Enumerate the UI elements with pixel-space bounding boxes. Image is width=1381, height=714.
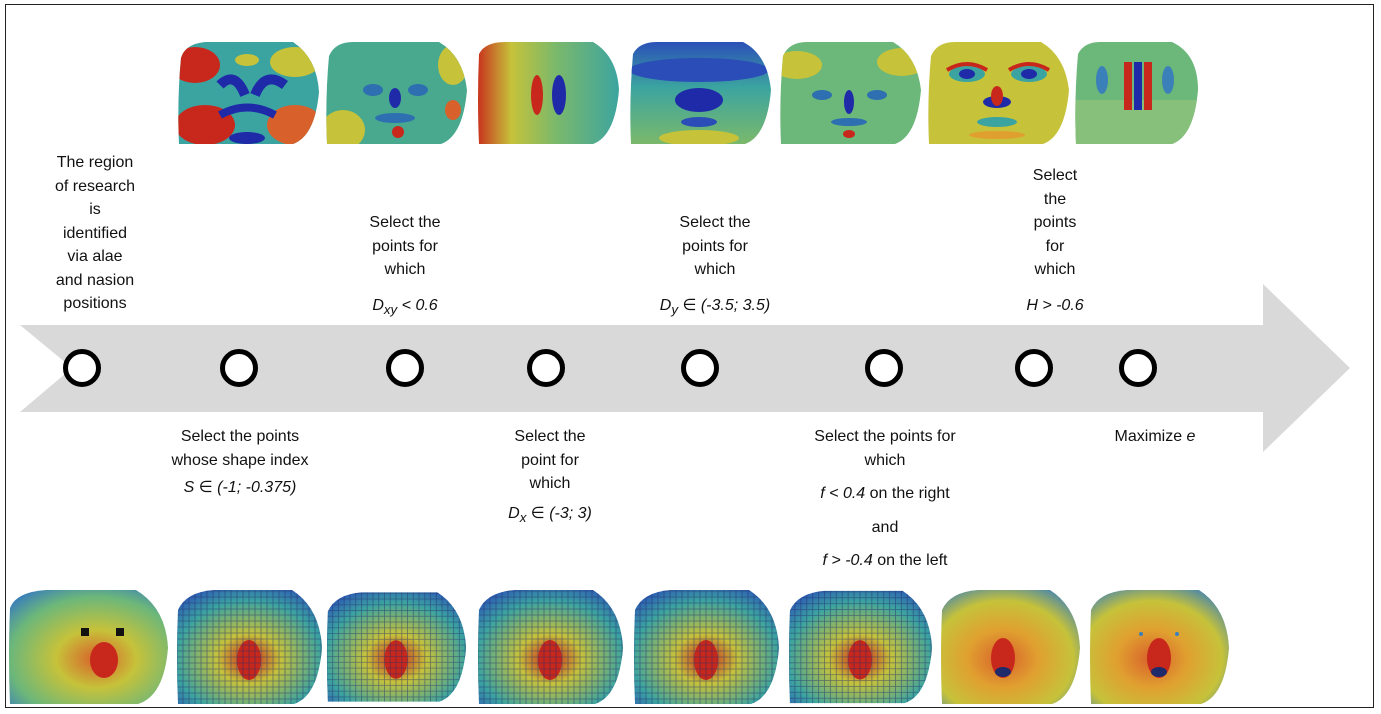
f-left-condition: f > -0.4 on the left bbox=[822, 552, 948, 569]
e-label: Maximize e bbox=[1114, 428, 1196, 445]
initial-region-map bbox=[9, 590, 168, 704]
f-right-condition: f < 0.4 on the right bbox=[820, 485, 950, 502]
h-label: Select the points for which H > -0.6 bbox=[995, 164, 1115, 317]
f-selection-map bbox=[788, 590, 933, 704]
dx-derivative-map bbox=[1075, 42, 1198, 144]
dx-map bbox=[780, 42, 922, 144]
dy-condition: Dy ∈ (-3.5; 3.5) bbox=[659, 296, 771, 317]
step-circle-f bbox=[865, 349, 903, 387]
dxy-selection-map bbox=[326, 592, 467, 702]
h-selection-map bbox=[941, 590, 1080, 704]
dxy-map bbox=[478, 42, 619, 144]
final-selection-map bbox=[1090, 590, 1229, 704]
region-label: The region of research is identified via… bbox=[54, 154, 136, 312]
step-circle-dx bbox=[527, 349, 565, 387]
step-circle-dy bbox=[681, 349, 719, 387]
dxy-label: Select the points for which Dxy < 0.6 bbox=[345, 211, 465, 321]
step-circle-h bbox=[1015, 349, 1053, 387]
dx-condition: Dx ∈ (-3; 3) bbox=[508, 504, 592, 525]
dy-label: Select the points for which Dy ∈ (-3.5; … bbox=[630, 211, 800, 321]
dxy-condition: Dxy < 0.6 bbox=[372, 296, 438, 317]
dx-selection-map bbox=[478, 590, 623, 704]
mean-curvature-map bbox=[928, 42, 1070, 144]
step-circle-e bbox=[1119, 349, 1157, 387]
dx-label: Select the point for which Dx ∈ (-3; 3) bbox=[480, 425, 620, 529]
shape-index-selection-map bbox=[177, 590, 322, 704]
dy-map bbox=[630, 42, 772, 144]
dy-selection-map bbox=[634, 590, 779, 704]
f-label: Select the points for which f < 0.4 on t… bbox=[785, 425, 985, 573]
shape-index-label: Select the points whose shape index S ∈ … bbox=[150, 425, 330, 500]
step-circle-dxy bbox=[386, 349, 424, 387]
random-curvature-map bbox=[178, 42, 320, 144]
h-condition: H > -0.6 bbox=[1026, 296, 1084, 314]
shape-index-condition: S ∈ (-1; -0.375) bbox=[183, 479, 297, 496]
step-circle-region bbox=[63, 349, 101, 387]
figure-frame bbox=[5, 4, 1374, 708]
shape-index-map bbox=[326, 42, 468, 144]
step-circle-shape-index bbox=[220, 349, 258, 387]
